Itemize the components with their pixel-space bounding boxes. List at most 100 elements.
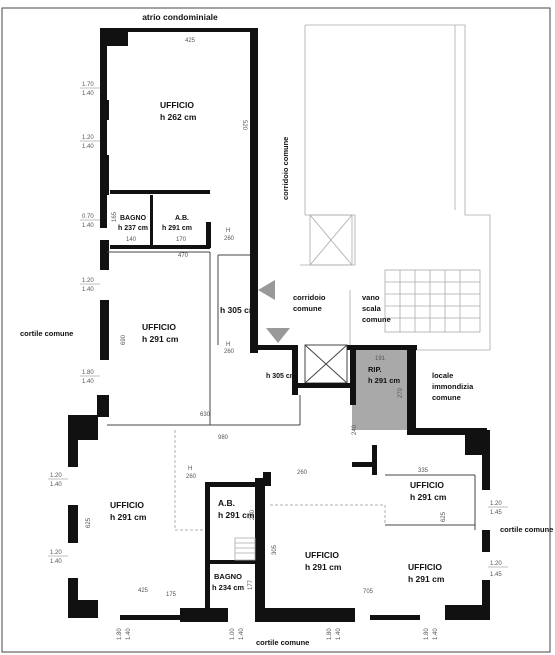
ufficio6-height: h 291 cm (408, 574, 445, 584)
dim-191: 191 (375, 356, 386, 362)
w8-bot: 1.45 (490, 510, 502, 516)
dim-470: 470 (178, 253, 189, 259)
atrio-label: atrio condominiale (142, 12, 218, 22)
dim-170: 170 (176, 237, 187, 243)
h-marker-2-value: 260 (224, 349, 235, 355)
b1-bot: 1.40 (126, 628, 132, 640)
dim-260: 260 (297, 470, 308, 476)
ab2-name: A.B. (218, 498, 235, 508)
w1-top: 1.70 (82, 82, 94, 88)
ufficio2-name: UFFICIO (142, 322, 176, 332)
w5-top: 1.80 (82, 370, 94, 376)
ufficio3-height: h 291 cm (110, 512, 147, 522)
b1-top: 1.80 (117, 628, 123, 640)
b3-bot: 1.40 (336, 628, 342, 640)
scala-comune-label: comune (362, 315, 391, 324)
b2-bot: 1.40 (239, 628, 245, 640)
ab2-height: h 291 cm (218, 510, 255, 520)
bagno2-height: h 234 cm (212, 583, 244, 592)
dim-630: 630 (200, 412, 211, 418)
w8-top: 1.20 (490, 501, 502, 507)
w3-top: 0.70 (82, 214, 94, 220)
w9-bot: 1.45 (490, 572, 502, 578)
dim-177: 177 (248, 579, 254, 590)
thin-walls (107, 251, 476, 531)
b4-top: 1.80 (424, 628, 430, 640)
bagno1-name: BAGNO (120, 215, 147, 222)
cortile-right-label: cortile comune (500, 525, 553, 534)
w4-top: 1.20 (82, 278, 94, 284)
vano-label: vano (362, 293, 380, 302)
b3-top: 1.80 (327, 628, 333, 640)
dim-305: 305 (272, 544, 278, 555)
w2-bot: 1.40 (82, 144, 94, 150)
ab1-height: h 291 cm (162, 225, 192, 232)
dim-705: 705 (363, 589, 374, 595)
dim-980: 980 (218, 435, 229, 441)
h-marker-2: H (226, 342, 230, 348)
ufficio4-name: UFFICIO (305, 550, 339, 560)
dim-175: 175 (166, 592, 177, 598)
arrow-left-marker (258, 280, 275, 300)
corridoio-vertical-label: corridoio comune (281, 137, 290, 200)
dim-240: 240 (352, 424, 358, 435)
dim-625-right: 625 (441, 511, 447, 522)
ab1-name: A.B. (175, 215, 189, 222)
ufficio1-name: UFFICIO (160, 100, 194, 110)
stair-area-lines (300, 24, 491, 351)
scala-label: scala (362, 304, 382, 313)
dim-140: 140 (126, 237, 137, 243)
h-marker-1: H (226, 228, 230, 234)
immondizia-label: immondizia (432, 382, 474, 391)
w6-top: 1.20 (50, 473, 62, 479)
cortile-left-label: cortile comune (20, 329, 73, 338)
b4-bot: 1.40 (433, 628, 439, 640)
rip-name: RIP. (368, 365, 382, 374)
frame-border (1, 7, 551, 653)
b2-top: 1.00 (230, 628, 236, 640)
w9-top: 1.20 (490, 561, 502, 567)
ufficio6-name: UFFICIO (408, 562, 442, 572)
dim-425-bottom: 425 (138, 588, 149, 594)
w1-bot: 1.40 (82, 91, 94, 97)
w2-top: 1.20 (82, 135, 94, 141)
cortile-bottom-label: cortile comune (256, 638, 309, 647)
bagno2-name: BAGNO (214, 572, 242, 581)
dim-520: 520 (241, 120, 247, 131)
ufficio4-height: h 291 cm (305, 562, 342, 572)
corridoio-label: corridoio (293, 293, 326, 302)
small-corridor-height: h 305 cm (266, 373, 296, 380)
dim-425-top: 425 (185, 38, 196, 44)
w7-bot: 1.40 (50, 559, 62, 565)
bagno-stair-detail (234, 537, 256, 561)
w5-bot: 1.40 (82, 379, 94, 385)
w6-bot: 1.40 (50, 482, 62, 488)
ufficio5-height: h 291 cm (410, 492, 447, 502)
ufficio2-height: h 291 cm (142, 334, 179, 344)
ufficio3-name: UFFICIO (110, 500, 144, 510)
rip-height: h 291 cm (368, 376, 400, 385)
lift-box (304, 344, 348, 384)
heavy-walls (68, 28, 490, 622)
locale-label: locale (432, 371, 453, 380)
arrow-down-marker (266, 328, 290, 343)
ufficio1-height: h 262 cm (160, 112, 197, 122)
window-labels: 1.70 1.40 1.20 1.40 0.70 1.40 1.20 1.40 … (48, 82, 508, 640)
w4-bot: 1.40 (82, 287, 94, 293)
corridor-height: h 305 cm (220, 305, 257, 315)
immondizia-comune-label: comune (432, 393, 461, 402)
h-marker-3-value: 260 (186, 474, 197, 480)
rip-room-fill (352, 350, 407, 430)
h-marker-1-value: 260 (224, 236, 235, 242)
dim-625-left: 625 (86, 517, 92, 528)
h-marker-3: H (188, 466, 192, 472)
dim-690: 690 (121, 334, 127, 345)
dim-165: 165 (112, 211, 118, 222)
bagno1-height: h 237 cm (118, 225, 148, 232)
corridoio-comune-label: comune (293, 304, 322, 313)
dim-280: 280 (250, 509, 256, 520)
dim-335: 335 (418, 468, 429, 474)
dim-270: 270 (398, 387, 404, 398)
